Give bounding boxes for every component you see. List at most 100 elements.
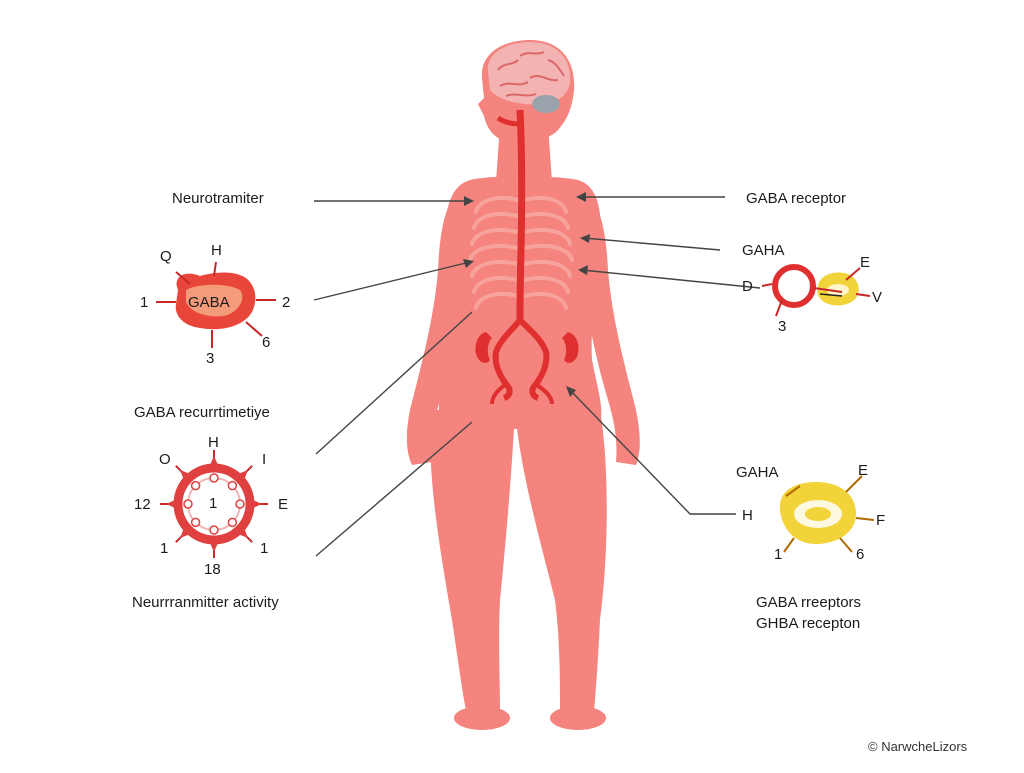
pointer-recurrtimetiye xyxy=(315,311,473,455)
left-kidney xyxy=(475,332,492,363)
ring-bead xyxy=(190,480,201,491)
atom-label: 1 xyxy=(140,294,149,311)
rib xyxy=(522,243,574,262)
molecule-center-text: GABA xyxy=(188,294,230,311)
bond xyxy=(785,485,801,497)
atom-label: 12 xyxy=(134,496,151,513)
arrowhead xyxy=(576,192,586,202)
vessel-right-branch xyxy=(517,317,550,401)
ring-bead xyxy=(209,525,219,535)
vessel-left-branch xyxy=(492,318,523,401)
ring-bead xyxy=(227,517,238,528)
rib xyxy=(522,259,572,278)
pointer-lines xyxy=(313,196,761,557)
pointer-arrowheads xyxy=(463,192,590,397)
pointer-gaha-upper xyxy=(583,237,721,251)
ring-bead xyxy=(209,473,219,483)
brain-fold xyxy=(499,81,529,87)
atom-label: 3 xyxy=(206,350,215,367)
arrowhead xyxy=(578,265,588,275)
label-gaha-upper: GAHA xyxy=(742,242,785,259)
atom-label: Q xyxy=(160,248,172,265)
ring-spike-tip xyxy=(237,470,248,481)
rib xyxy=(522,227,572,246)
human-figure xyxy=(406,40,640,730)
arrowhead xyxy=(580,234,590,243)
atom-label: H xyxy=(211,242,222,259)
brain-folds xyxy=(497,51,565,97)
bond xyxy=(245,321,263,337)
label-gaba-recurrtimetiye: GABA recurrtimetiye xyxy=(134,404,270,421)
atom-label: 1 xyxy=(160,540,169,557)
atom-label: 6 xyxy=(856,546,865,563)
pointer-activity xyxy=(315,421,473,557)
yellow-blob-hole xyxy=(805,507,831,521)
cerebellum xyxy=(532,95,560,113)
brain xyxy=(487,42,571,105)
label-gaha-lower: GAHA xyxy=(736,464,779,481)
brain-fold xyxy=(497,59,519,71)
pointer-right-ring xyxy=(581,269,761,289)
rib xyxy=(468,243,520,262)
rib xyxy=(522,291,568,310)
ring-spikes xyxy=(160,450,268,558)
atom-label: H xyxy=(742,507,753,524)
bond-red xyxy=(813,287,843,293)
rib xyxy=(470,227,520,246)
arrowhead xyxy=(464,196,474,206)
ring-beads xyxy=(183,473,245,535)
brain-fold xyxy=(505,93,537,97)
rib xyxy=(522,195,568,214)
right-leg xyxy=(515,410,607,710)
atom-label: 6 xyxy=(262,334,271,351)
brain-fold xyxy=(547,59,565,77)
rib xyxy=(522,275,570,294)
ring-bead xyxy=(227,480,238,491)
rib xyxy=(470,259,520,278)
gaba-molecule-left xyxy=(156,261,276,348)
atom-label: O xyxy=(159,451,171,468)
label-gaba-rreeptors: GABA rreeptors xyxy=(756,594,862,611)
atom-label: E xyxy=(278,496,289,513)
bond xyxy=(845,267,861,281)
throat-tube xyxy=(496,115,521,127)
yellow-blob-core xyxy=(827,284,849,296)
ring-bead xyxy=(183,499,193,509)
gaba-molecule-highlight xyxy=(186,284,243,317)
atom-label: H xyxy=(208,434,219,451)
ring-spike-tip xyxy=(166,499,177,509)
label-neurrranmitter-activity: Neurrranmitter activity xyxy=(132,594,279,611)
rib xyxy=(472,211,520,230)
left-foot xyxy=(454,706,510,730)
bond xyxy=(775,299,783,317)
bond xyxy=(783,537,795,553)
ring-molecule-left xyxy=(160,450,268,558)
atom-label: D xyxy=(742,278,753,295)
ring-spike-tip xyxy=(209,456,219,467)
ring-spike-tip xyxy=(251,499,262,509)
atom-label: 2 xyxy=(282,294,291,311)
bond xyxy=(213,261,217,277)
atom-label: E xyxy=(858,462,869,479)
brain-fold xyxy=(529,75,559,82)
atom-label: V xyxy=(872,289,883,306)
arrowhead xyxy=(463,259,474,268)
atom-label: 18 xyxy=(204,561,221,578)
vessel-right-leg xyxy=(534,382,554,405)
right-kidney xyxy=(562,332,579,363)
pointer-right-bottom xyxy=(569,389,736,515)
bond xyxy=(761,283,773,287)
ring-bead xyxy=(235,499,245,509)
arrowhead xyxy=(566,386,576,397)
atom-label: 3 xyxy=(778,318,787,335)
left-leg xyxy=(430,410,515,710)
ring-center-text: 1 xyxy=(209,495,218,512)
vessel-left-leg xyxy=(490,382,508,405)
atom-label: F xyxy=(876,512,886,529)
bond xyxy=(845,475,863,493)
atom-label: I xyxy=(262,451,267,468)
brain-fold xyxy=(519,51,545,57)
label-ghba-recepton: GHBA recepton xyxy=(756,615,861,632)
atom-label: 1 xyxy=(774,546,783,563)
